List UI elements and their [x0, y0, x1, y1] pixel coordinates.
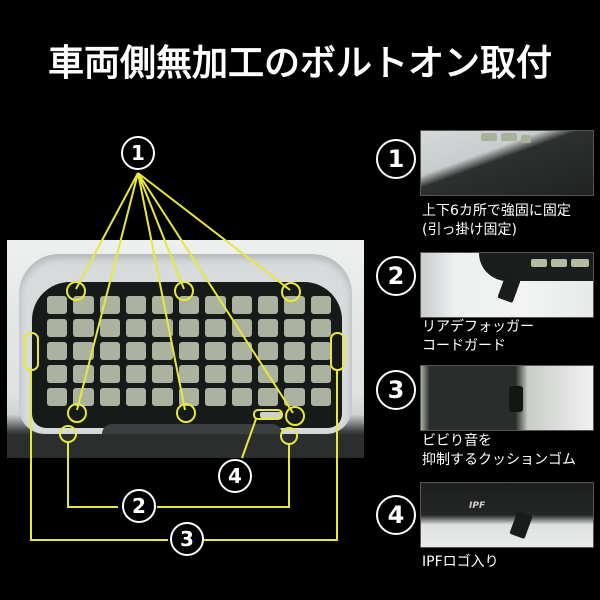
detail-photo-bolt-hook — [420, 130, 594, 196]
detail-badge-4: 4 — [376, 495, 416, 535]
detail-photo-cord-guard — [420, 252, 594, 318]
ipf-logo: IPF — [469, 501, 486, 511]
detail-photo-cushion-rubber — [420, 365, 594, 431]
detail-caption-3: ビビり音を 抑制するクッションゴム — [422, 433, 576, 468]
detail-caption-1: 上下6カ所で強固に固定 (引っ掛け固定) — [422, 203, 571, 238]
detail-badge-3: 3 — [376, 370, 416, 410]
callout-badge-3: 3 — [170, 522, 204, 556]
detail-caption-4: IPFロゴ入り — [422, 554, 499, 570]
detail-caption-2: リアデフォッガー コードガード — [422, 319, 534, 354]
callout-badge-1: 1 — [121, 136, 155, 170]
lower-trim — [7, 434, 364, 458]
callout-badge-4: 4 — [218, 459, 252, 493]
detail-photo-ipf-logo: IPF — [420, 482, 594, 548]
ipf-logo-plate — [260, 412, 282, 418]
callout-badge-2: 2 — [122, 489, 156, 523]
detail-badge-2: 2 — [376, 256, 416, 296]
detail-badge-1: 1 — [376, 139, 416, 179]
page-title: 車両側無加工のボルトオン取付 — [47, 43, 552, 84]
